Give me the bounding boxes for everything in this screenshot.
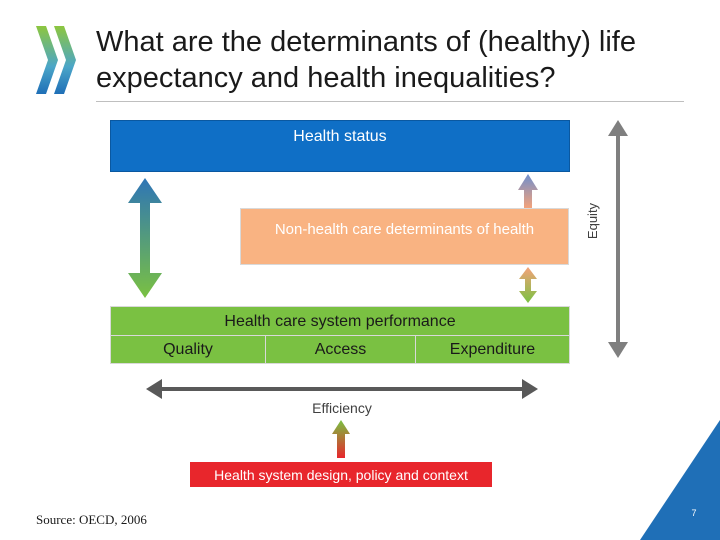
health-status-label: Health status <box>293 128 387 145</box>
health-system-design-label: Health system design, policy and context <box>214 467 468 483</box>
status-to-system-double-arrow <box>128 178 162 298</box>
efficiency-arrow <box>146 379 538 399</box>
page-title: What are the determinants of (healthy) l… <box>96 26 636 94</box>
health-system-design-box: Health system design, policy and context <box>190 462 492 487</box>
nonhealth-to-status-arrow <box>518 174 538 208</box>
health-status-box: Health status <box>110 120 570 172</box>
health-care-system-box: Health care system performance Quality A… <box>110 306 570 364</box>
design-to-efficiency-arrow <box>332 420 350 458</box>
equity-arrow <box>608 120 628 358</box>
health-care-system-label: Health care system performance <box>224 313 456 330</box>
access-cell: Access <box>265 335 415 364</box>
non-health-care-label: Non-health care determinants of health <box>274 221 535 238</box>
non-health-care-box: Non-health care determinants of health <box>240 208 569 265</box>
equity-label: Equity <box>585 202 600 240</box>
page-corner-decoration <box>640 420 720 540</box>
expenditure-cell: Expenditure <box>415 335 569 364</box>
page-number: 7 <box>691 508 697 518</box>
oecd-logo <box>36 26 76 94</box>
efficiency-label: Efficiency <box>312 400 372 416</box>
source-note: Source: OECD, 2006 <box>36 512 147 527</box>
quality-cell: Quality <box>111 335 265 364</box>
title-divider <box>96 101 684 102</box>
nonhealth-system-double-arrow <box>519 267 537 303</box>
